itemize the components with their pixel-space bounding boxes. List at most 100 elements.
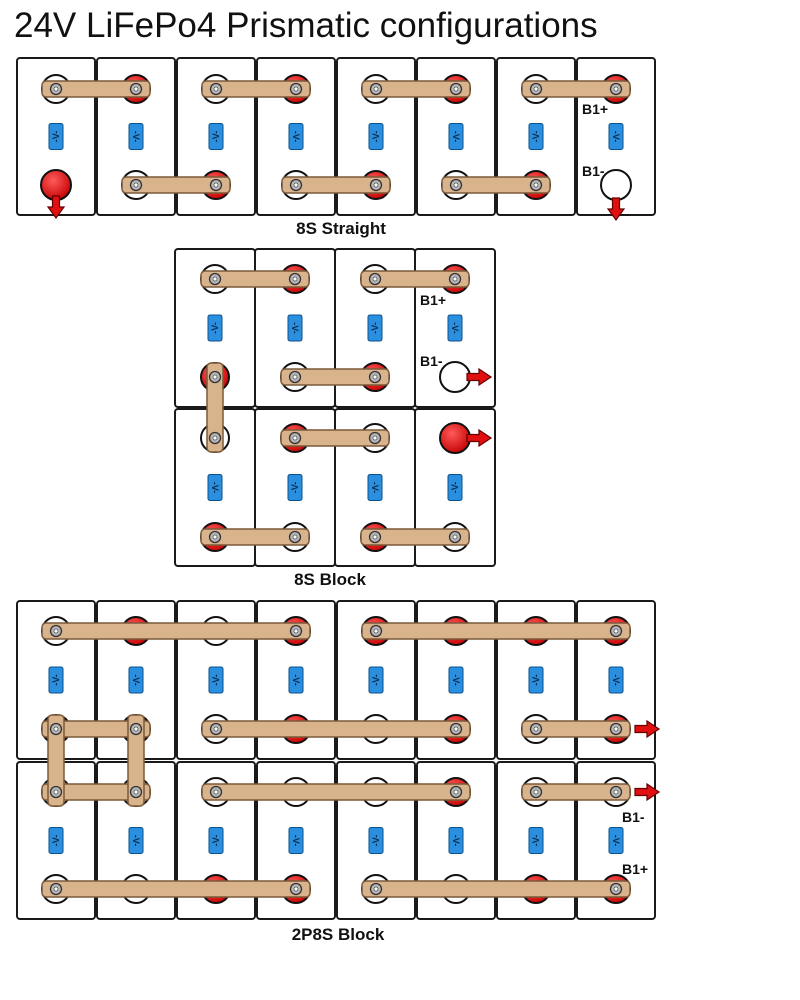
cell-voltage-label: -V- <box>531 835 541 847</box>
busbar <box>47 714 65 807</box>
cell-label-box <box>608 123 624 150</box>
cell-label-box <box>528 666 544 694</box>
busbar <box>41 880 311 898</box>
cell-label-box <box>48 123 64 150</box>
cell-label-box <box>288 827 304 854</box>
main-negative-terminal <box>600 169 632 201</box>
busbar <box>360 528 470 546</box>
cell-label-box <box>128 827 144 854</box>
cell-voltage-label: -V- <box>531 131 541 143</box>
cell-voltage-label: -V- <box>131 674 141 686</box>
busbar <box>361 80 471 98</box>
terminal-label: B1+ <box>622 861 648 877</box>
cell-voltage-label: -V- <box>51 835 61 847</box>
cell-label-box <box>528 123 544 150</box>
cell-voltage-label: -V- <box>290 322 300 334</box>
busbar <box>201 80 311 98</box>
cell-label-box <box>368 827 384 854</box>
page-title: 24V LiFePo4 Prismatic configurations <box>14 6 598 45</box>
cell-label-box <box>368 666 384 694</box>
configuration-caption: 8S Straight <box>296 219 386 238</box>
cell-voltage-label: -V- <box>291 131 301 143</box>
terminal-label: B1+ <box>420 292 446 308</box>
busbar <box>41 622 311 640</box>
output-arrow-icon <box>634 719 661 739</box>
cell-label-box <box>208 827 224 854</box>
cell-voltage-label: -V- <box>51 674 61 686</box>
configuration-caption: 2P8S Block <box>292 925 385 944</box>
busbar <box>201 783 471 801</box>
busbar <box>360 270 470 288</box>
cell-label-box <box>48 827 64 854</box>
output-arrow-icon <box>466 428 493 448</box>
cell-label-box <box>448 827 464 854</box>
busbar <box>441 176 551 194</box>
cell-label-box <box>447 314 463 342</box>
terminal-label: B1- <box>622 809 645 825</box>
busbar <box>521 80 631 98</box>
busbar <box>200 270 310 288</box>
busbar <box>280 368 390 386</box>
cell-voltage-label: -V- <box>131 131 141 143</box>
busbar <box>127 714 145 807</box>
cell-voltage-label: -V- <box>371 835 381 847</box>
cell-label-box <box>608 666 624 694</box>
cell-voltage-label: -V- <box>211 835 221 847</box>
output-arrow-icon <box>606 197 626 222</box>
cell-voltage-label: -V- <box>211 674 221 686</box>
cell-label-box <box>448 666 464 694</box>
cell-voltage-label: -V- <box>611 674 621 686</box>
busbar <box>280 429 390 447</box>
output-arrow-icon <box>46 195 66 220</box>
cell-voltage-label: -V- <box>451 131 461 143</box>
main-positive-terminal <box>439 422 471 454</box>
cell-label-box <box>367 474 383 501</box>
cell-voltage-label: -V- <box>531 674 541 686</box>
cell-voltage-label: -V- <box>611 131 621 143</box>
cell-label-box <box>208 123 224 150</box>
terminal-label: B1- <box>420 353 443 369</box>
cell-label-box <box>367 314 383 342</box>
cell-label-box <box>128 123 144 150</box>
main-negative-terminal <box>439 361 471 393</box>
cell-label-box <box>208 666 224 694</box>
cell-voltage-label: -V- <box>370 482 380 494</box>
busbar <box>201 720 471 738</box>
cell-voltage-label: -V- <box>51 131 61 143</box>
configuration-caption: 8S Block <box>294 570 366 589</box>
busbar <box>521 783 631 801</box>
cell-voltage-label: -V- <box>210 482 220 494</box>
cell-voltage-label: -V- <box>210 322 220 334</box>
cell-voltage-label: -V- <box>451 835 461 847</box>
busbar <box>41 80 151 98</box>
cell-label-box <box>207 474 223 501</box>
output-arrow-icon <box>634 782 661 802</box>
cell-label-box <box>608 827 624 854</box>
cell-voltage-label: -V- <box>211 131 221 143</box>
cell-label-box <box>288 123 304 150</box>
cell-voltage-label: -V- <box>451 674 461 686</box>
cell-voltage-label: -V- <box>371 674 381 686</box>
terminal-label: B1- <box>582 163 605 179</box>
cell-label-box <box>128 666 144 694</box>
busbar <box>281 176 391 194</box>
cell-voltage-label: -V- <box>131 835 141 847</box>
output-arrow-icon <box>466 367 493 387</box>
busbar <box>121 176 231 194</box>
busbar <box>206 362 224 453</box>
cell-voltage-label: -V- <box>290 482 300 494</box>
cell-label-box <box>447 474 463 501</box>
cell-label-box <box>448 123 464 150</box>
cell-label-box <box>48 666 64 694</box>
busbar <box>361 622 631 640</box>
cell-label-box <box>288 666 304 694</box>
cell-label-box <box>287 474 303 501</box>
busbar <box>361 880 631 898</box>
busbar <box>521 720 631 738</box>
busbar <box>200 528 310 546</box>
cell-label-box <box>287 314 303 342</box>
cell-label-box <box>368 123 384 150</box>
cell-label-box <box>207 314 223 342</box>
cell-voltage-label: -V- <box>611 835 621 847</box>
